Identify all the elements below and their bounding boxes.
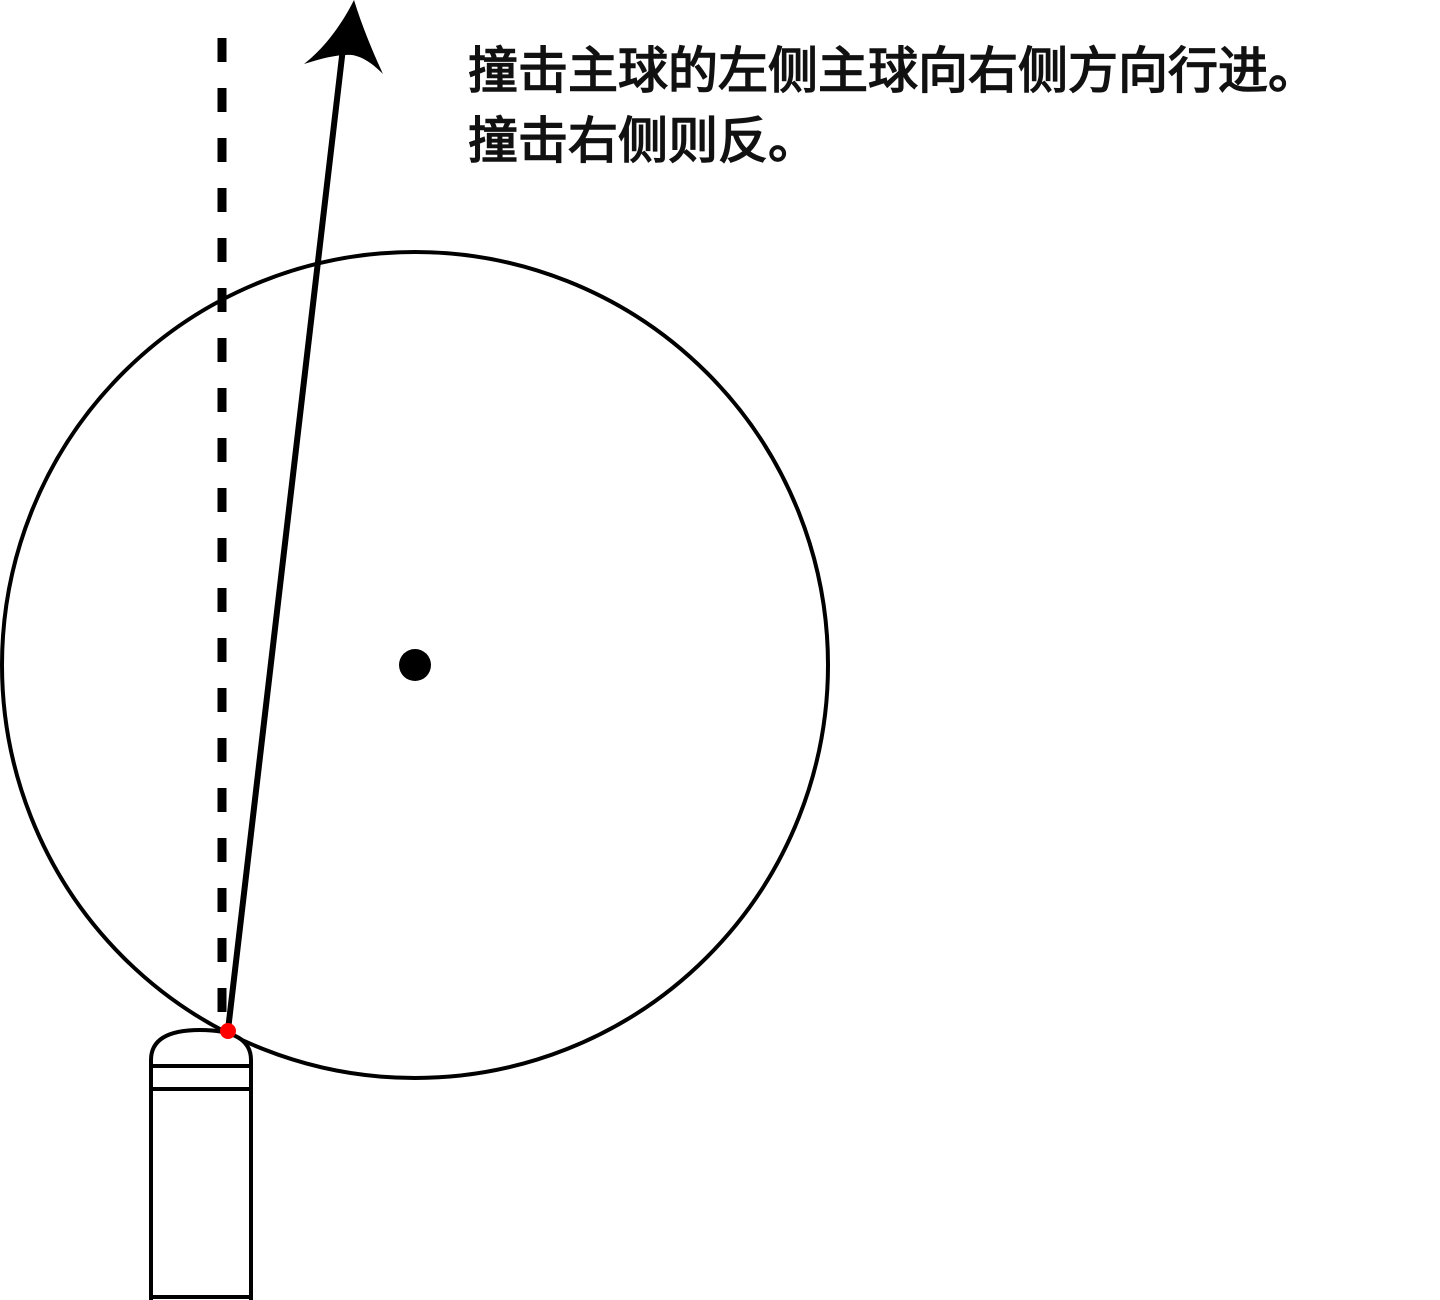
deflection-arrow-shaft bbox=[225, 45, 346, 1033]
contact-point bbox=[220, 1023, 236, 1039]
center-dot bbox=[399, 649, 431, 681]
cue-ball bbox=[0, 250, 830, 1080]
caption-line-1: 撞击主球的左侧主球向右侧方向行进。 bbox=[468, 42, 1318, 100]
caption-line-2: 撞击右侧则反。 bbox=[468, 112, 818, 170]
deflection-arrow-head bbox=[304, 0, 383, 74]
cue-stick bbox=[149, 1027, 253, 1300]
